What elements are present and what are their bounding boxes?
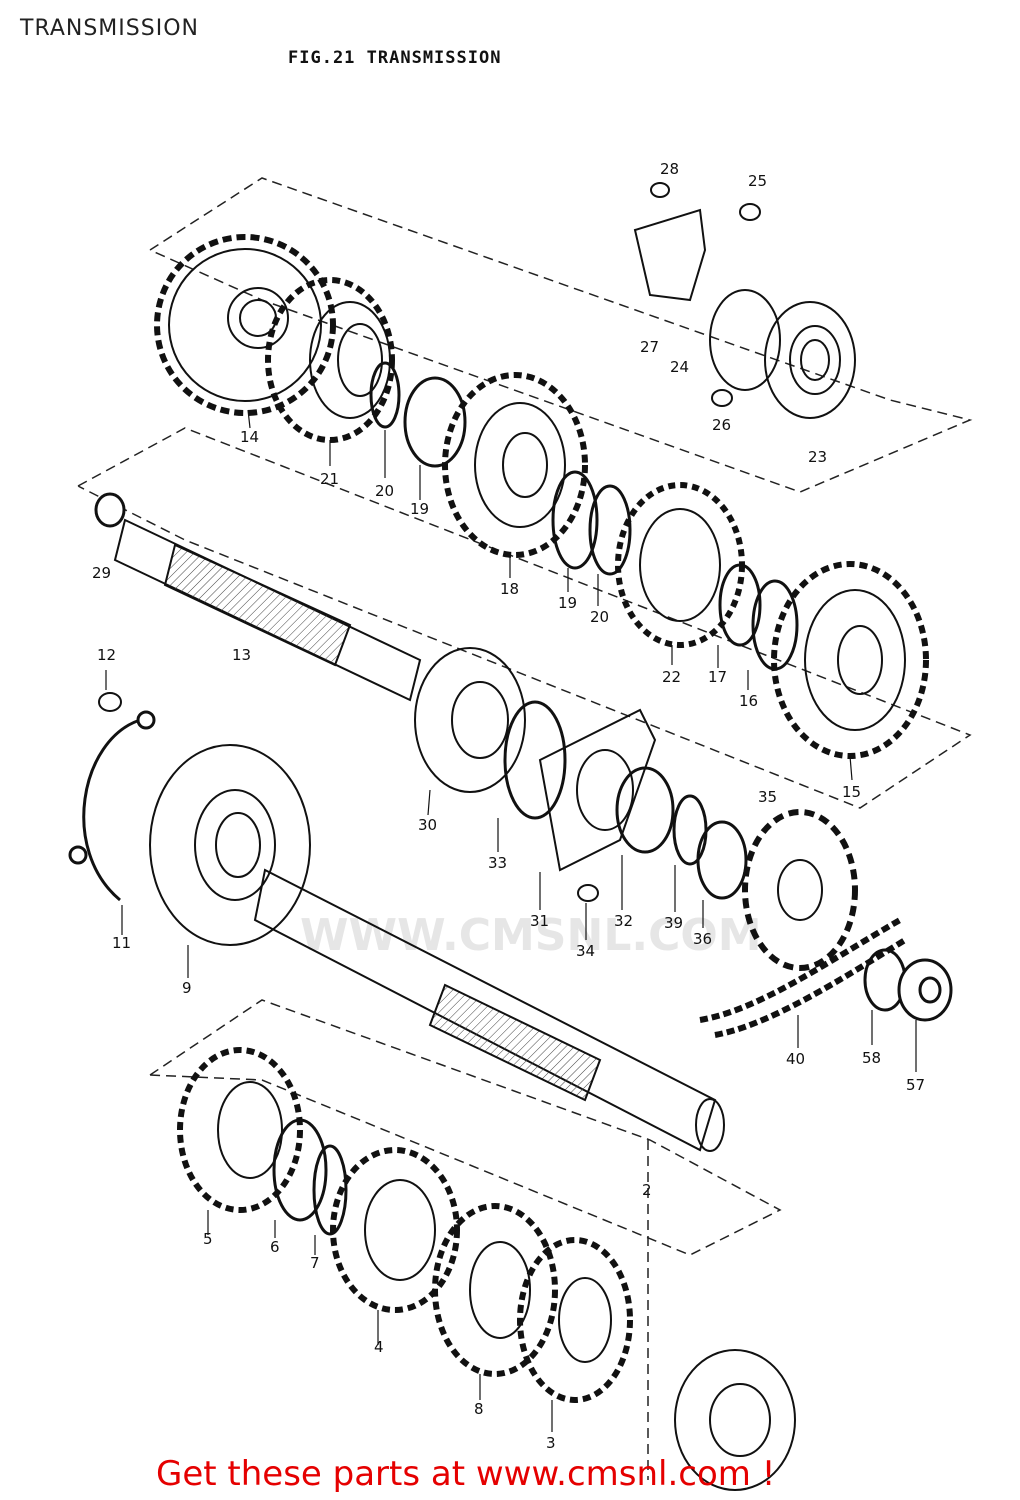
label-24: 24 [670, 358, 689, 376]
bearing-9 [149, 744, 311, 946]
oil-seal-32 [615, 766, 675, 854]
sprocket-35 [742, 809, 858, 971]
label-34: 34 [576, 942, 595, 960]
label-16: 16 [739, 692, 758, 710]
label-28: 28 [660, 160, 679, 178]
screw-12 [98, 692, 122, 712]
bearing-23 [764, 301, 856, 419]
label-36: 36 [693, 930, 712, 948]
spacer-36 [696, 820, 748, 900]
label-26: 26 [712, 416, 731, 434]
label-2: 2 [642, 1181, 652, 1199]
gear-4 [330, 1147, 460, 1313]
label-4: 4 [374, 1338, 384, 1356]
label-5: 5 [203, 1230, 213, 1248]
circlip-17 [718, 563, 762, 647]
label-30: 30 [418, 816, 437, 834]
screw-34 [577, 884, 599, 902]
label-11: 11 [112, 934, 131, 952]
gear-14 [154, 234, 336, 416]
gear-15 [771, 561, 929, 759]
label-18: 18 [500, 580, 519, 598]
bearing-bottom [674, 1349, 796, 1491]
footer-link[interactable]: Get these parts at www.cmsnl.com ! [156, 1454, 776, 1494]
label-12: 12 [97, 646, 116, 664]
gear-5 [177, 1047, 303, 1213]
label-40: 40 [786, 1050, 805, 1068]
label-19b: 19 [558, 594, 577, 612]
drive-shaft-2 [253, 868, 725, 1152]
oil-seal-29 [94, 492, 126, 528]
label-19a: 19 [410, 500, 429, 518]
label-29: 29 [92, 564, 111, 582]
washer-6 [272, 1118, 328, 1222]
leader-lines [105, 409, 917, 1432]
label-31: 31 [530, 912, 549, 930]
label-39: 39 [664, 914, 683, 932]
part-labels: 2 3 4 5 6 7 8 9 11 12 13 14 15 16 17 18 … [92, 160, 925, 1452]
label-9: 9 [182, 979, 192, 997]
washer-20-mid [588, 484, 632, 576]
washer-20-top [369, 361, 401, 429]
bearing-retainer-27 [633, 208, 781, 391]
watermark: WWW.CMSNL.COM [300, 910, 762, 961]
o-ring-39 [672, 794, 708, 866]
label-23: 23 [808, 448, 827, 466]
circlip-7 [312, 1144, 348, 1236]
nut-57 [897, 958, 953, 1022]
counter-shaft-13 [113, 518, 422, 702]
screws-25-26-28 [650, 182, 761, 407]
label-32: 32 [614, 912, 633, 930]
label-58: 58 [862, 1049, 881, 1067]
gear-18 [442, 372, 588, 558]
label-57: 57 [906, 1076, 925, 1094]
label-35: 35 [758, 788, 777, 806]
label-21: 21 [320, 470, 339, 488]
label-7: 7 [310, 1254, 320, 1272]
circlip-11 [68, 710, 156, 902]
label-13: 13 [232, 646, 251, 664]
label-33: 33 [488, 854, 507, 872]
circlip-19-mid [551, 470, 599, 570]
bearing-30 [414, 647, 526, 793]
retainer-31 [538, 708, 657, 872]
gear-22 [615, 482, 745, 648]
label-15: 15 [842, 783, 861, 801]
label-20a: 20 [375, 482, 394, 500]
label-22: 22 [662, 668, 681, 686]
label-17: 17 [708, 668, 727, 686]
circlip-19-top [403, 376, 467, 468]
gear-3 [517, 1237, 633, 1403]
label-25: 25 [748, 172, 767, 190]
page-title: TRANSMISSION [20, 16, 199, 41]
label-14: 14 [240, 428, 259, 446]
label-8: 8 [474, 1400, 484, 1418]
label-6: 6 [270, 1238, 280, 1256]
label-20b: 20 [590, 608, 609, 626]
chain-40 [699, 917, 907, 1038]
label-3: 3 [546, 1434, 556, 1452]
gear-8 [432, 1203, 558, 1377]
label-27: 27 [640, 338, 659, 356]
circlip-33 [503, 700, 567, 820]
figure-title: FIG.21 TRANSMISSION [288, 48, 502, 68]
